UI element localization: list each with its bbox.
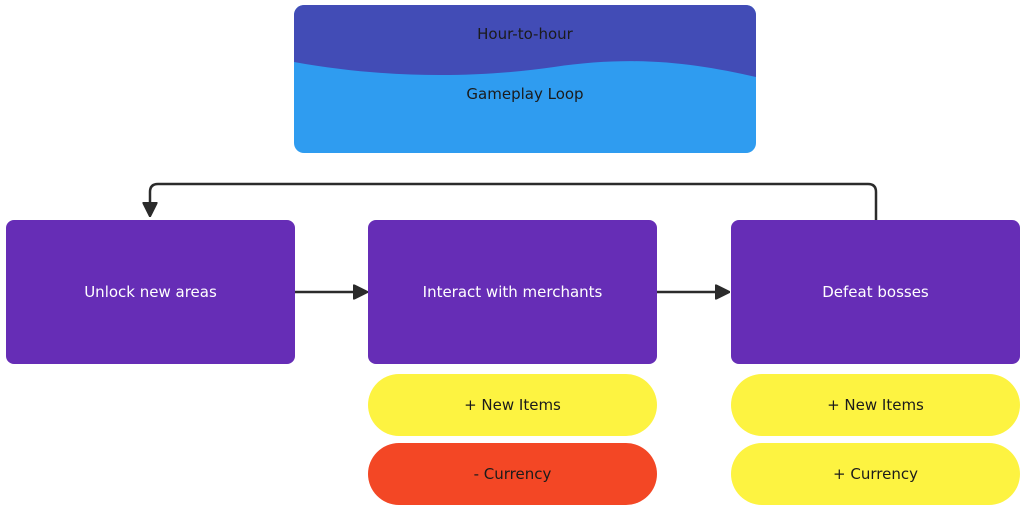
loop-back-arrow (150, 182, 878, 220)
step-unlock-new-areas: Unlock new areas (6, 220, 295, 364)
effect-label: - Currency (473, 465, 552, 483)
merchant-effect-currency: - Currency (368, 443, 657, 505)
title-line-2: Gameplay Loop (466, 85, 584, 103)
title-card: Hour-to-hour Gameplay Loop (294, 5, 756, 153)
boss-effect-new-items: + New Items (731, 374, 1020, 436)
effect-label: + New Items (827, 396, 924, 414)
merchant-effect-new-items: + New Items (368, 374, 657, 436)
step-label: Defeat bosses (822, 283, 929, 301)
title-card-background (294, 5, 756, 153)
effect-label: + New Items (464, 396, 561, 414)
step-defeat-bosses: Defeat bosses (731, 220, 1020, 364)
title-line-1: Hour-to-hour (477, 25, 573, 43)
step-label: Unlock new areas (84, 283, 217, 301)
step-label: Interact with merchants (422, 283, 603, 301)
effect-label: + Currency (833, 465, 918, 483)
step-interact-with-merchants: Interact with merchants (368, 220, 657, 364)
boss-effect-currency: + Currency (731, 443, 1020, 505)
